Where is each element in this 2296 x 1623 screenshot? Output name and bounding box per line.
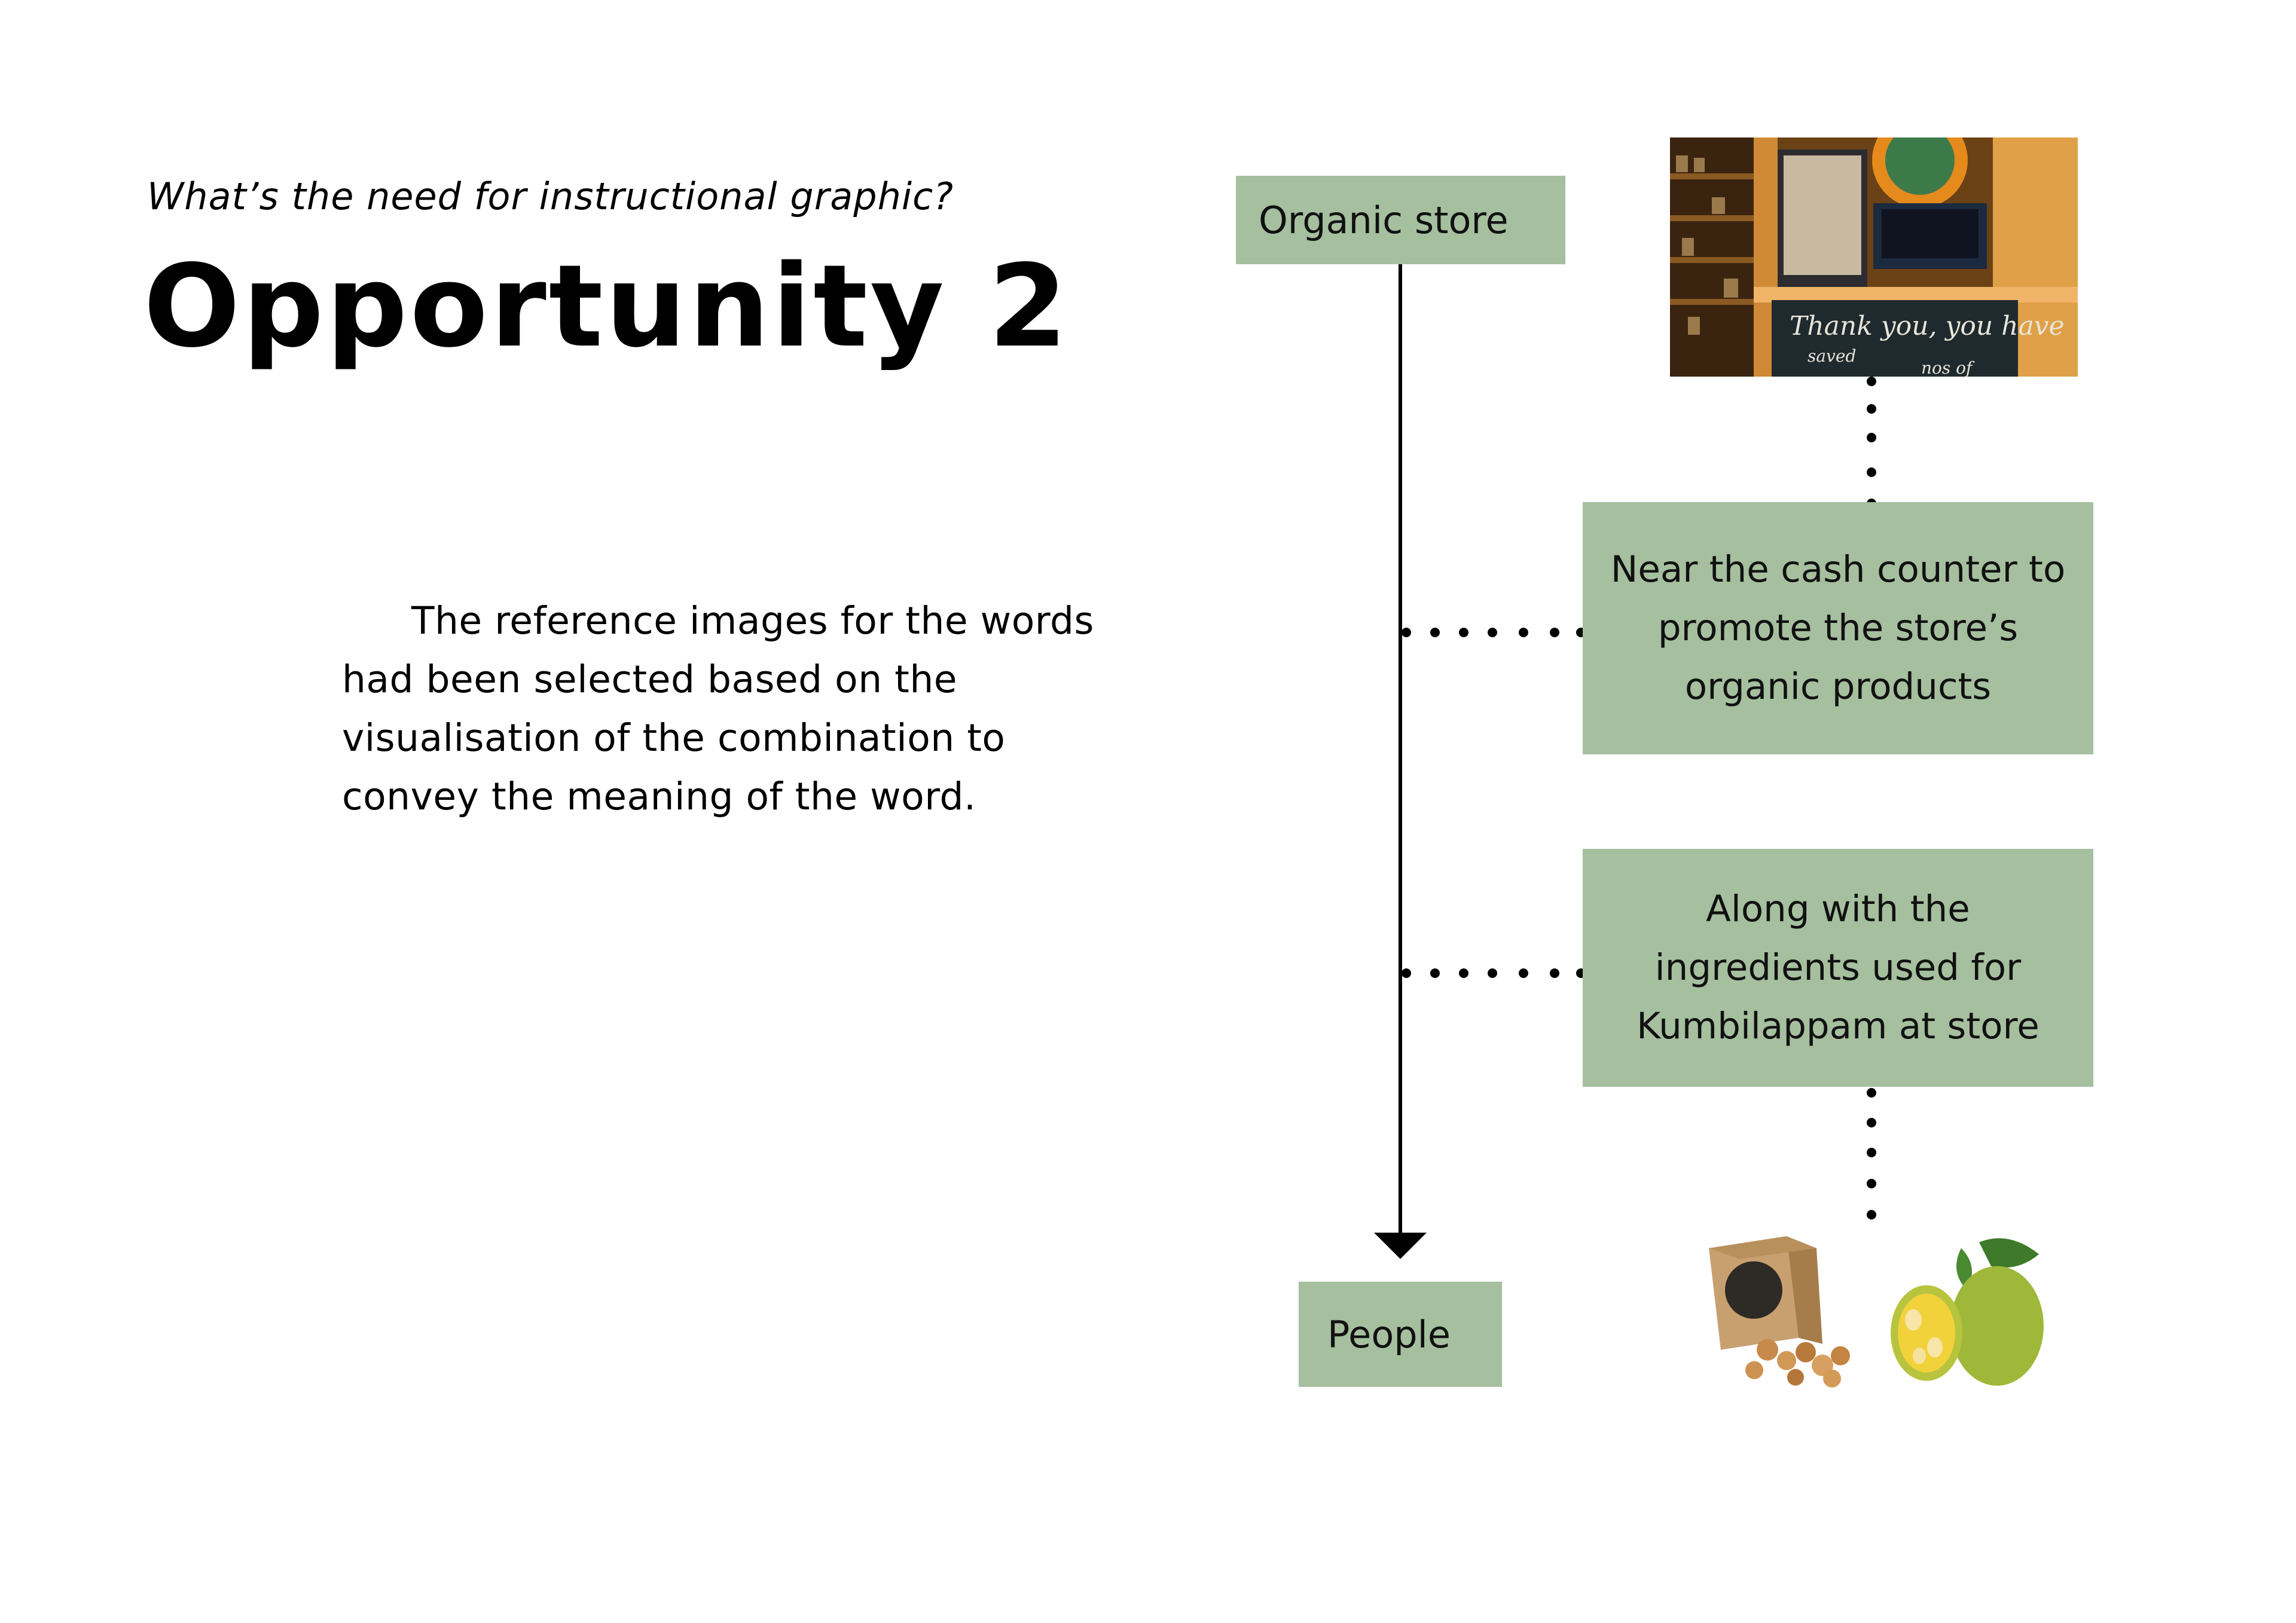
chalkboard-line-3: nos of: [1921, 358, 1975, 377]
jackfruit-photo: [1891, 1238, 2044, 1386]
page-title: Opportunity 2: [144, 240, 1070, 372]
question-subtitle: What’s the need for instructional graphi…: [147, 175, 954, 218]
cash-counter-box: Near the cash counter to promote the sto…: [1583, 502, 2093, 754]
chalkboard-line-2: saved: [1808, 346, 1856, 366]
dotted-connector-bottom: [1867, 1088, 1876, 1219]
dotted-connector-along: [1402, 968, 1586, 978]
dotted-connector-top: [1867, 377, 1876, 508]
store-photo: Thank you, you have saved nos of: [1670, 137, 2078, 377]
flow-arrow-head: [1374, 1233, 1427, 1259]
description-paragraph: The reference images for the words had b…: [342, 599, 1094, 818]
organic-store-box: Organic store: [1236, 176, 1565, 264]
dotted-connector-cash: [1402, 628, 1586, 637]
jaggery-box-photo: [1709, 1236, 1850, 1387]
ingredients-box: Along with the ingredients used for Kumb…: [1583, 849, 2093, 1087]
chalkboard-line-1: Thank you, you have: [1790, 311, 2065, 341]
people-box: People: [1299, 1282, 1502, 1387]
